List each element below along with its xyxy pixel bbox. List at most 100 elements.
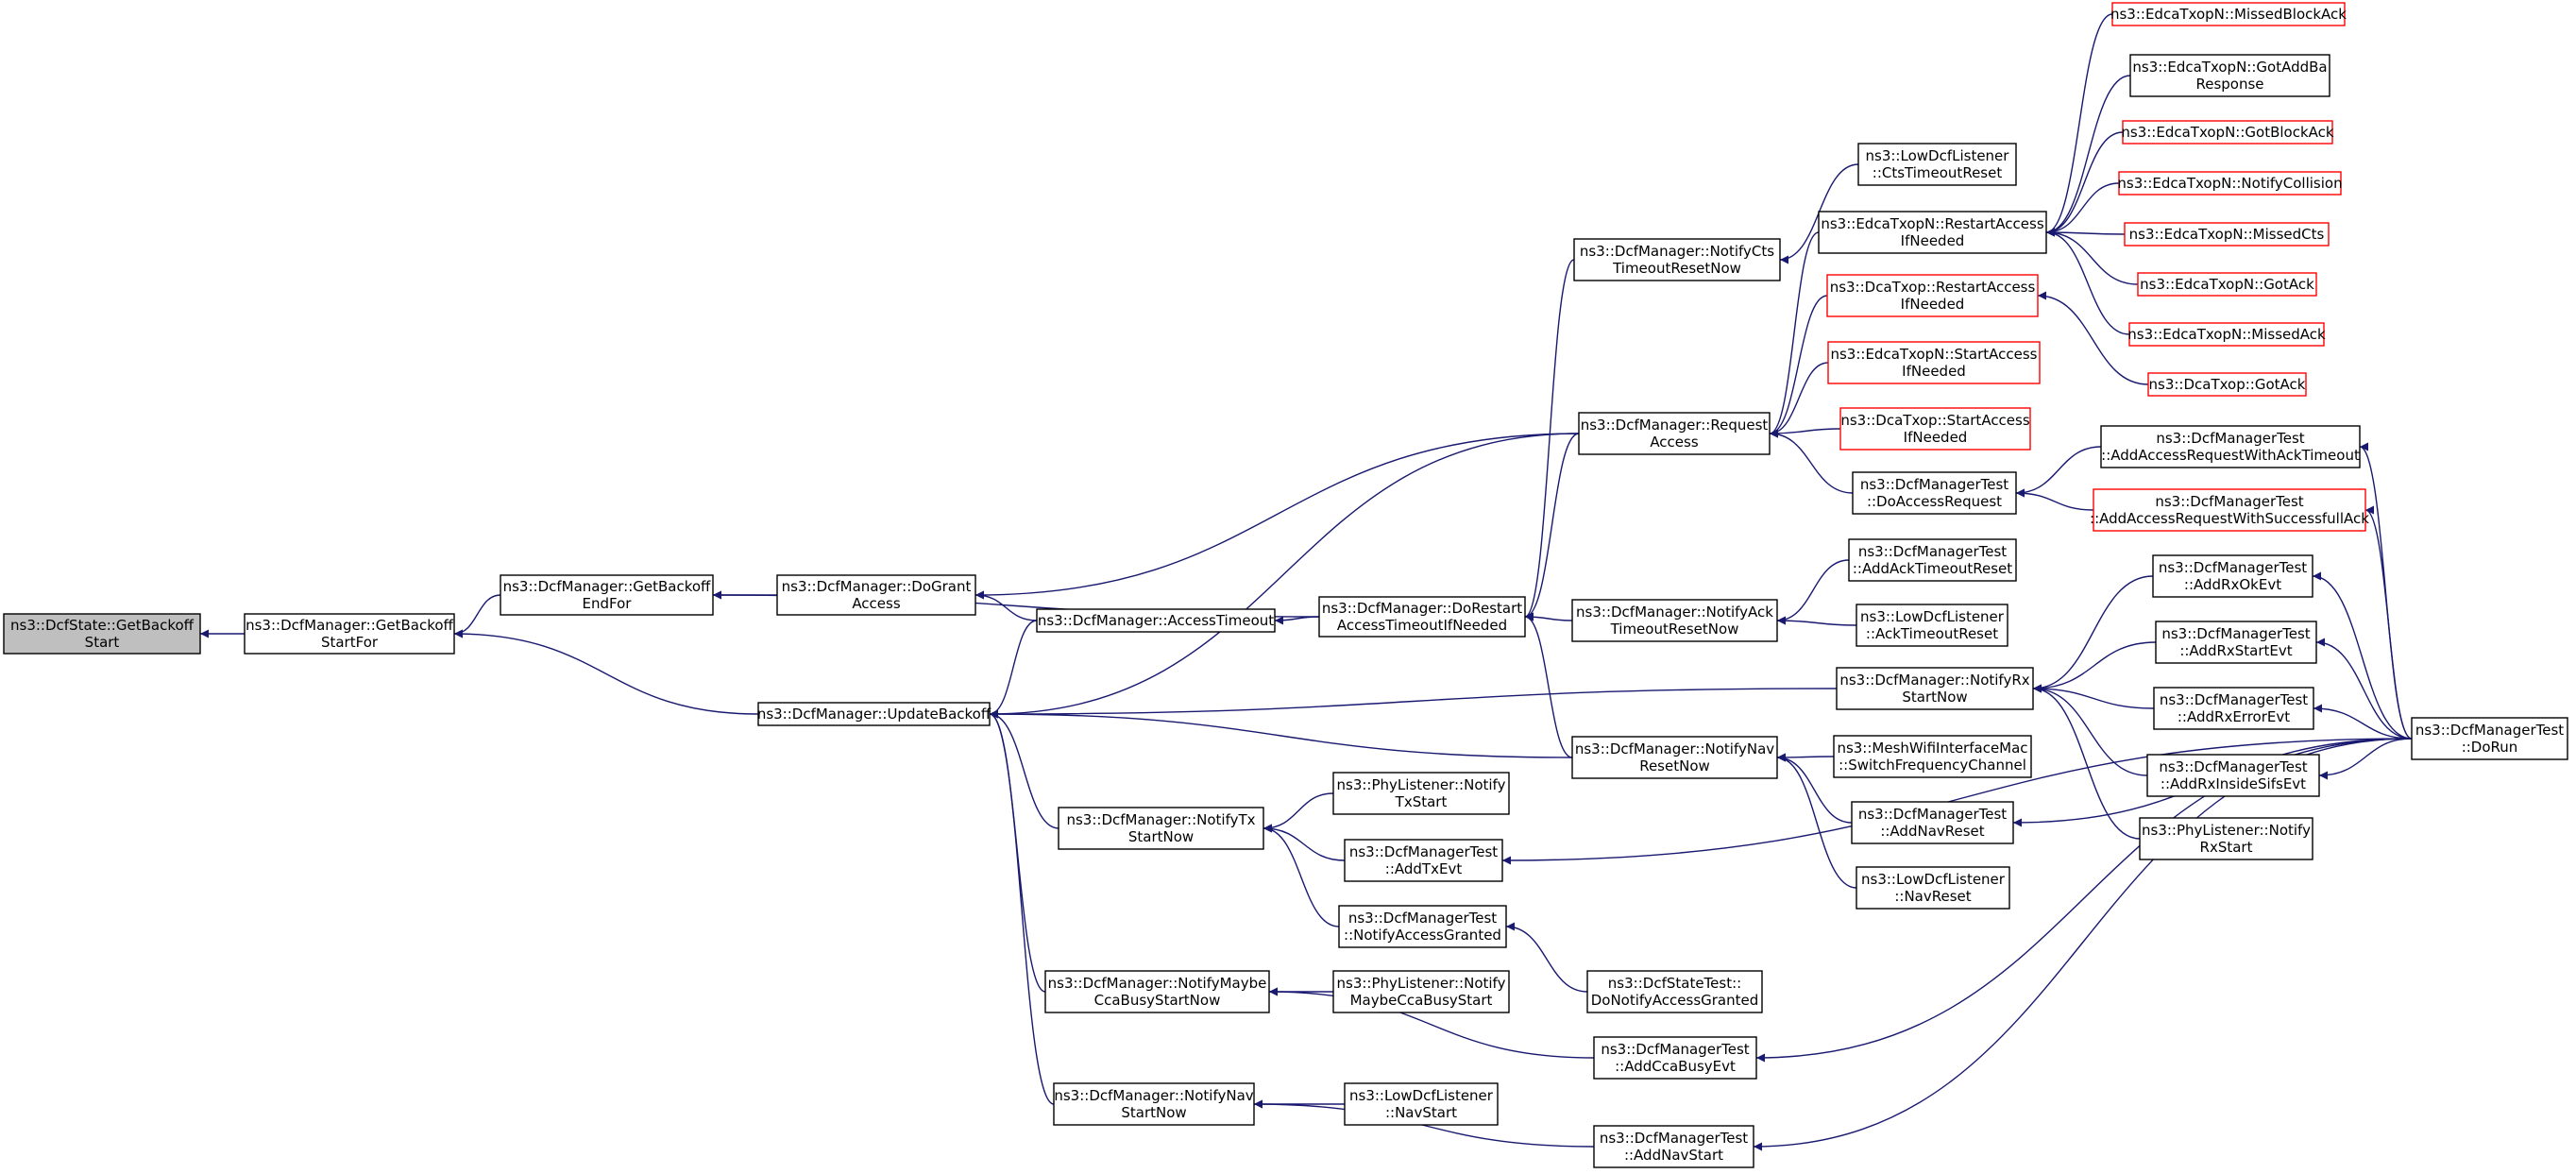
call-edge — [1769, 295, 1828, 438]
node-box — [1332, 772, 1510, 815]
node-label-line: ns3::DcfManagerTest — [1858, 806, 2007, 823]
function-node[interactable]: ns3::MeshWifiInterfaceMac::SwitchFrequen… — [1833, 735, 2032, 778]
function-node[interactable]: ns3::LowDcfListener::CtsTimeoutReset — [1857, 143, 2017, 186]
function-node[interactable]: ns3::DcfManagerTest::AddNavReset — [1851, 801, 2014, 844]
function-node[interactable]: ns3::LowDcfListener::NavReset — [1856, 866, 2010, 910]
node-box — [1856, 604, 2008, 647]
call-edge — [989, 709, 1573, 758]
function-node[interactable]: ns3::EdcaTxopN::MissedCts — [2124, 222, 2330, 247]
function-node[interactable]: ns3::DcfManager::NotifyCtsTimeoutResetNo… — [1573, 238, 1781, 281]
node-box — [1578, 412, 1771, 455]
node-box — [2122, 120, 2333, 145]
node-box — [2093, 488, 2366, 532]
function-node[interactable]: ns3::DcfManagerTest::DoRun — [2411, 717, 2568, 760]
node-label-line: ns3::DcaTxop::RestartAccess — [1830, 279, 2036, 296]
node-box — [1848, 538, 2017, 582]
node-label-line: ns3::DcfManager::NotifyNav — [1054, 1087, 1253, 1104]
node-label-line: ns3::DcfManagerTest — [2156, 430, 2304, 447]
function-node[interactable]: ns3::DcfManagerTest::AddCcaBusyEvt — [1593, 1036, 1757, 1080]
function-node[interactable]: ns3::DcfStateTest::DoNotifyAccessGranted — [1586, 970, 1763, 1013]
function-node[interactable]: ns3::DcfManagerTest::AddRxOkEvt — [2152, 554, 2313, 598]
function-node[interactable]: ns3::DcfManagerTest::AddRxStartEvt — [2155, 621, 2317, 664]
function-node[interactable]: ns3::DcfManagerTest::DoAccessRequest — [1852, 471, 2017, 515]
function-node[interactable]: ns3::EdcaTxopN::GotAck — [2137, 272, 2317, 297]
function-node[interactable]: ns3::DcfManagerTest::AddNavStart — [1593, 1125, 1754, 1168]
node-label-line: ns3::DcfManagerTest — [2155, 493, 2303, 510]
node-label-line: ns3::DcfManagerTest — [2159, 758, 2307, 775]
function-node[interactable]: ns3::DcaTxop::GotAck — [2147, 372, 2307, 397]
call-edge — [2015, 446, 2102, 498]
node-label-line: ns3::PhyListener::Notify — [1337, 776, 1506, 793]
node-label-line: ::CtsTimeoutReset — [1873, 164, 2003, 181]
function-node[interactable]: ns3::DcfManager::AccessTimeout — [1036, 608, 1276, 633]
call-edge — [2037, 291, 2149, 385]
node-label-line: Start — [85, 634, 120, 651]
node-label-line: ns3::DcfManager::NotifyAck — [1576, 604, 1773, 621]
node-label-line: ns3::EdcaTxopN::RestartAccess — [1821, 215, 2043, 232]
function-node[interactable]: ns3::EdcaTxopN::MissedAck — [2127, 322, 2326, 347]
call-edge — [1524, 612, 1573, 758]
node-box — [1856, 866, 2010, 910]
node-box — [776, 574, 976, 616]
function-node[interactable]: ns3::PhyListener::NotifyMaybeCcaBusyStar… — [1332, 970, 1510, 1013]
function-node[interactable]: ns3::EdcaTxopN::GotBlockAck — [2121, 120, 2334, 145]
function-node[interactable]: ns3::EdcaTxopN::MissedBlockAck — [2110, 2, 2347, 26]
function-node[interactable]: ns3::DcfManagerTest::AddAckTimeoutReset — [1848, 538, 2017, 582]
function-node[interactable]: ns3::DcfManagerTest::AddRxInsideSifsEvt — [2146, 754, 2320, 797]
node-label-line: ns3::EdcaTxopN::GotAddBa — [2132, 59, 2327, 76]
node-label-line: RxStart — [2200, 839, 2253, 856]
node-box — [1573, 238, 1781, 281]
node-label-line: IfNeeded — [1901, 296, 1965, 313]
function-node[interactable]: ns3::DcfManager::UpdateBackoff — [757, 702, 991, 726]
function-node[interactable]: ns3::LowDcfListener::AckTimeoutReset — [1856, 604, 2008, 647]
function-node[interactable]: ns3::DcfManagerTest::AddAccessRequestWit… — [2100, 425, 2361, 468]
node-label-line: IfNeeded — [1901, 232, 1965, 249]
node-label-line: ns3::DcfStateTest:: — [1608, 975, 1741, 992]
function-node[interactable]: ns3::DcfManager::NotifyAckTimeoutResetNo… — [1571, 599, 1778, 642]
call-edge — [2315, 638, 2413, 740]
call-edge — [1776, 753, 1857, 889]
node-layer: ns3::DcfState::GetBackoffStartns3::DcfMa… — [3, 2, 2568, 1168]
node-label-line: ns3::DcfManagerTest — [1348, 910, 1497, 927]
node-label-line: ::AckTimeoutReset — [1866, 625, 1998, 642]
function-node[interactable]: ns3::LowDcfListener::NavStart — [1344, 1082, 1499, 1126]
node-label-line: ResetNow — [1639, 757, 1710, 774]
node-label-line: ns3::EdcaTxopN::GotAck — [2140, 276, 2314, 293]
node-box — [1044, 970, 1270, 1013]
function-node[interactable]: ns3::DcfManagerTest::AddTxEvt — [1344, 839, 1503, 882]
node-box — [2155, 621, 2317, 664]
node-box — [500, 574, 714, 616]
node-label-line: ::AddRxOkEvt — [2184, 576, 2281, 593]
node-label-line: Access — [852, 595, 901, 612]
node-label-line: ns3::DcfManager::NotifyCts — [1580, 243, 1774, 260]
function-node[interactable]: ns3::DcfManagerTest::AddRxErrorEvt — [2153, 687, 2314, 730]
call-edge — [1263, 824, 1340, 927]
call-edge — [1501, 738, 2413, 865]
call-edge — [2364, 505, 2413, 740]
node-label-line: ns3::DcfManagerTest — [1860, 476, 2008, 493]
node-label-line: EndFor — [583, 595, 633, 612]
function-node[interactable]: ns3::DcfManagerTest::AddAccessRequestWit… — [2090, 488, 2369, 532]
function-node[interactable]: ns3::DcfManagerTest::NotifyAccessGranted — [1338, 905, 1507, 948]
node-label-line: ns3::DcfManagerTest — [2161, 625, 2310, 642]
call-edge — [1769, 362, 1829, 438]
function-node[interactable]: ns3::DcfManager::NotifyMaybeCcaBusyStart… — [1044, 970, 1270, 1013]
function-node[interactable]: ns3::EdcaTxopN::NotifyCollision — [2117, 171, 2343, 196]
node-box — [2152, 554, 2313, 598]
function-node[interactable]: ns3::DcfManager::DoRestartAccessTimeoutI… — [1318, 596, 1526, 638]
